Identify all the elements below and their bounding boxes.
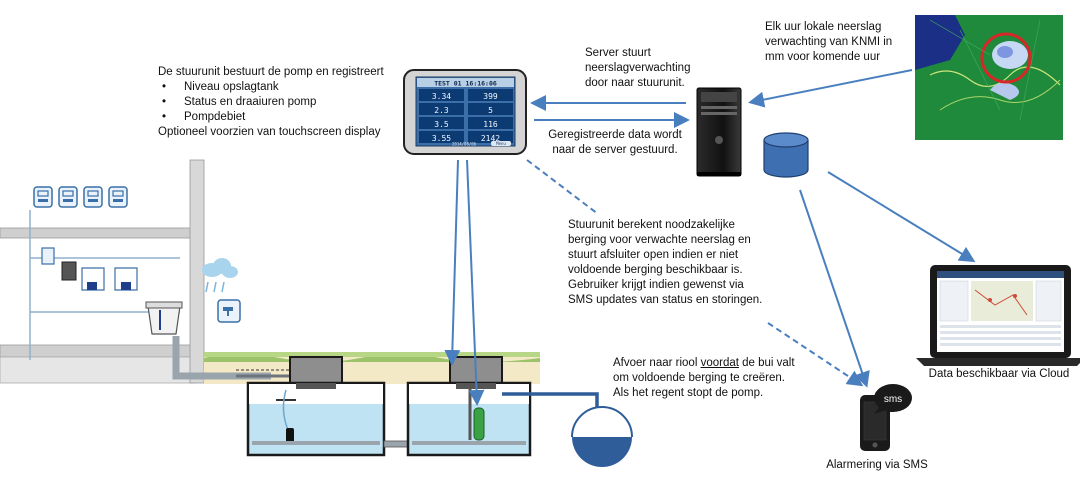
discharge-underlined: voordat	[700, 357, 739, 369]
cloud-icon	[202, 258, 238, 293]
arrows	[444, 69, 976, 406]
sms-bubble-icon: sms	[874, 384, 912, 414]
radar-map	[915, 15, 1063, 140]
indoor-tank	[145, 301, 183, 335]
server-forecast-text: Server stuurt neerslagverwachting door n…	[585, 47, 691, 89]
building	[0, 159, 205, 384]
storage-tank-1	[246, 356, 386, 457]
discharge-after: de bui valt om voldoende berging te creë…	[613, 357, 795, 399]
toilet-icon	[83, 186, 103, 208]
controller-bullet: Pompdebiet	[158, 110, 390, 125]
display-cell: 2142	[481, 134, 500, 143]
sms-badge: sms	[884, 394, 902, 405]
laptop-icon	[916, 265, 1080, 366]
display-date: 2014/08/06	[452, 142, 477, 147]
discharge-text: Afvoer naar riool voordat de bui valt om…	[613, 356, 803, 401]
display-cell: 399	[483, 92, 498, 101]
inlet-pipes	[172, 336, 296, 380]
arrow-controller-to-tank	[466, 159, 485, 406]
arrow-server-to-sms	[799, 189, 870, 388]
discharge-before: Afvoer naar riool	[613, 357, 701, 369]
display-cell: 2.3	[434, 106, 449, 115]
toilet-icon	[58, 186, 78, 208]
arrow-controller-dashed	[526, 159, 599, 215]
display-cell: 5	[488, 106, 493, 115]
toilet-icon	[108, 186, 128, 208]
display-cell: 116	[483, 120, 498, 129]
knmi-text: Elk uur lokale neerslag verwachting van …	[765, 21, 893, 63]
touchscreen-display: TEST 01 16:16:06 3.34 399 2.3 5 3.5 116 …	[403, 69, 527, 155]
controller-description: De stuurunit bestuurt de pomp en registr…	[158, 65, 390, 140]
arrow-knmi-to-server	[748, 69, 913, 108]
display-cell: 3.55	[432, 134, 451, 143]
controller-outro: Optioneel voorzien van touchscreen displ…	[158, 126, 381, 138]
connector-pipe	[383, 440, 409, 448]
server-data-text: Geregistreerde data wordt naar de server…	[548, 129, 682, 156]
display-cell: 3.5	[434, 120, 449, 129]
display-cell: 3.34	[432, 92, 451, 101]
controller-bullet: Status en draaiuren pomp	[158, 95, 390, 110]
arrow-server-to-cloud	[827, 171, 976, 263]
tap-icon	[217, 299, 241, 323]
controller-intro: De stuurunit bestuurt de pomp en registr…	[158, 66, 384, 78]
display-menu-button: Menu	[496, 141, 506, 146]
display-cells: 3.34 399 2.3 5 3.5 116 3.55 2142	[419, 89, 513, 143]
display-title: TEST 01 16:16:06	[434, 80, 497, 88]
arrow-controller-to-tank	[444, 159, 461, 366]
logic-text: Stuurunit berekent noodzakelijke berging…	[568, 219, 763, 306]
sewer-outlet	[502, 392, 633, 467]
sms-caption: Alarmering via SMS	[826, 459, 928, 471]
database-icon	[763, 132, 809, 178]
arrow-controller-to-sms-dashed	[767, 322, 864, 387]
toilet-icons	[33, 186, 128, 208]
server-icon	[696, 87, 742, 177]
controller-bullets: Niveau opslagtank Status en draaiuren po…	[158, 80, 390, 125]
cloud-caption: Data beschikbaar via Cloud	[928, 368, 1070, 380]
controller-bullet: Niveau opslagtank	[158, 80, 390, 95]
toilet-icon	[33, 186, 53, 208]
